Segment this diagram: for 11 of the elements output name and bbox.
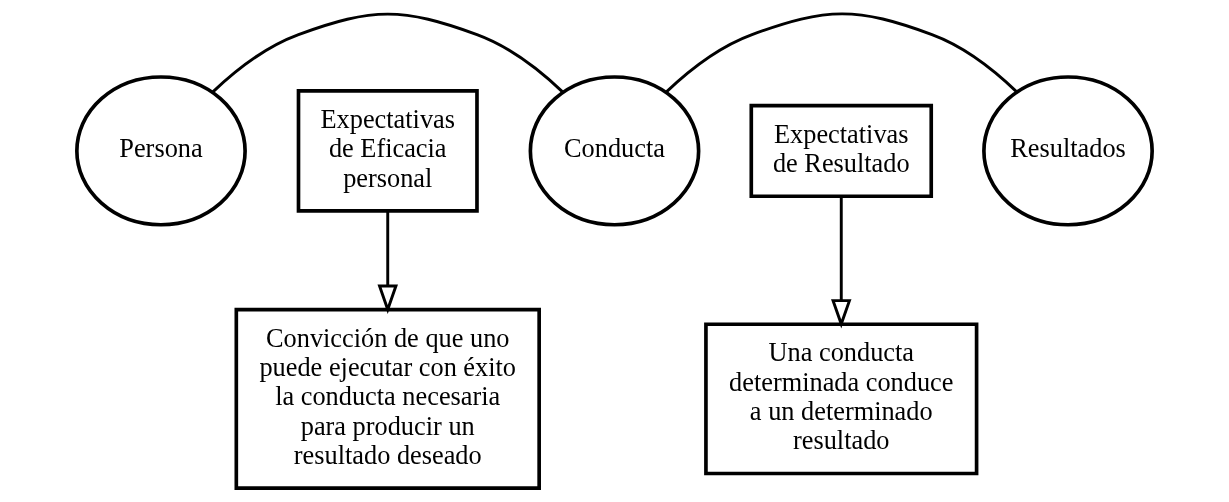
node-box: Una conducta determinada conduce a un determinado resultado — [704, 322, 979, 476]
arrow — [377, 211, 398, 314]
arrow — [831, 196, 852, 329]
connector — [211, 12, 564, 94]
node-ellipse: Resultados — [982, 75, 1154, 227]
node-ellipse: Conducta — [528, 75, 701, 227]
node-box: Convicción de que uno puede ejecutar con éxito la conducta necesaria para producir un resultado deseado — [234, 307, 541, 490]
node-ellipse: Persona — [75, 75, 247, 227]
connector — [665, 12, 1019, 94]
node-box: Expectativas de Eficacia personal — [296, 89, 479, 213]
node-box: Expectativas de Resultado — [749, 103, 934, 199]
